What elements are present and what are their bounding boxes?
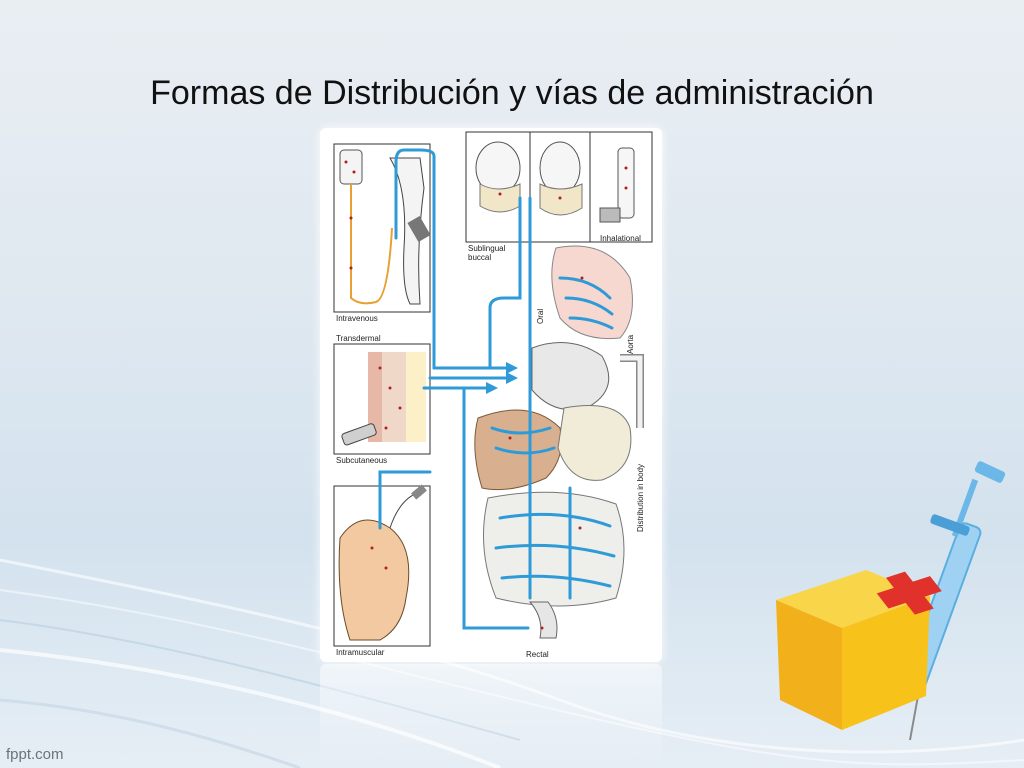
label-buccal: buccal xyxy=(468,253,492,262)
head-panel xyxy=(465,131,653,243)
label-subcutaneous: Subcutaneous xyxy=(336,456,388,465)
intramuscular-panel xyxy=(333,485,431,647)
slide-title: Formas de Distribución y vías de adminis… xyxy=(150,74,874,112)
figure-reflection xyxy=(320,664,662,768)
label-sublingual: Sublingual xyxy=(468,244,506,253)
label-transdermal: Transdermal xyxy=(336,334,381,343)
intravenous-panel xyxy=(333,143,431,313)
transdermal-panel xyxy=(333,343,431,455)
label-intramuscular: Intramuscular xyxy=(336,648,385,657)
label-inhalational: Inhalational xyxy=(600,234,641,243)
label-aorta: Aorta xyxy=(626,334,635,354)
first-aid-box-icon xyxy=(776,570,942,730)
label-oral: Oral xyxy=(536,308,545,324)
label-rectal: Rectal xyxy=(526,650,549,659)
administration-routes-diagram: Intravenous Transdermal Subcutaneous Int… xyxy=(320,128,662,662)
footer-brand: fppt.com xyxy=(6,746,64,763)
diagram-drawing xyxy=(333,131,653,647)
medical-decoration xyxy=(776,461,1006,741)
label-distribution-in-body: Distribution in body xyxy=(636,463,645,532)
label-intravenous: Intravenous xyxy=(336,314,378,323)
